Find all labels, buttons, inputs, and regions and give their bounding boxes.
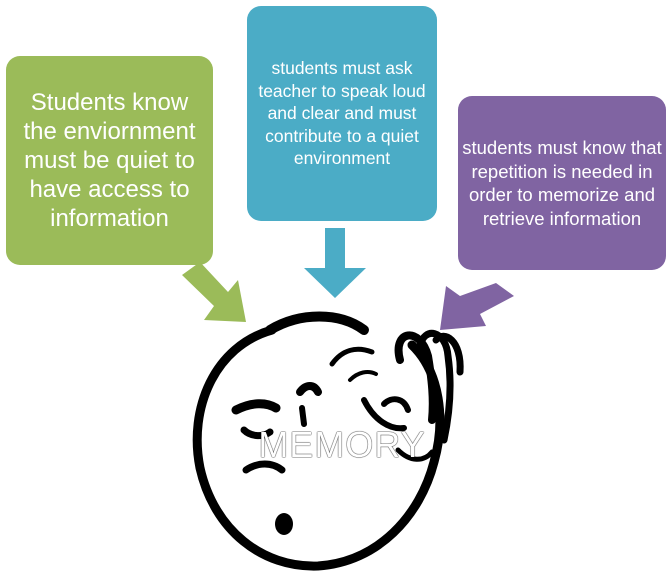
- knowledge-box-speak-clearly: students must ask teacher to speak loud …: [247, 6, 437, 221]
- box-middle-text: students must ask teacher to speak loud …: [258, 58, 426, 169]
- green-down-arrow-icon: [182, 262, 246, 322]
- listening-face-icon: [192, 311, 464, 571]
- box-right-text: students must know that repetition is ne…: [462, 137, 662, 229]
- teal-down-arrow-icon: [304, 228, 366, 298]
- knowledge-box-repetition: students must know that repetition is ne…: [458, 96, 666, 270]
- box-left-text: Students know the enviornment must be qu…: [23, 89, 196, 232]
- purple-down-arrow-icon: [440, 283, 514, 330]
- center-memory-label: MEMORY: [258, 424, 426, 465]
- knowledge-box-quiet-environment: Students know the enviornment must be qu…: [6, 56, 213, 265]
